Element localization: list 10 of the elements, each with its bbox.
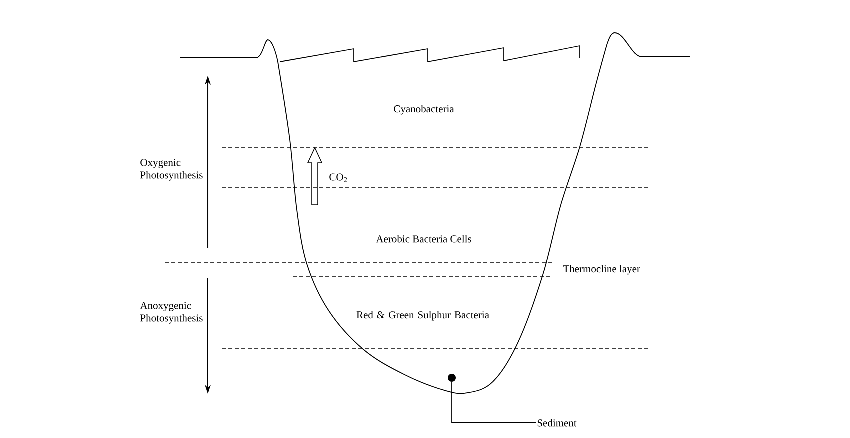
dot [448,374,456,382]
label: Thermocline layer [563,265,640,275]
leader-line [452,382,536,424]
label: Cyanobacteria [394,105,454,115]
label: Oxygenic Photosynthesis [140,159,203,181]
sediment-label: Sediment [538,419,577,427]
label: CO$_{2}$ [330,174,348,182]
label: Anoxygenic Photosynthesis [140,302,203,324]
label: Aerobic Bacteria Cells [376,235,472,243]
label: Red & Green Sulphur Bacteria [356,311,490,321]
